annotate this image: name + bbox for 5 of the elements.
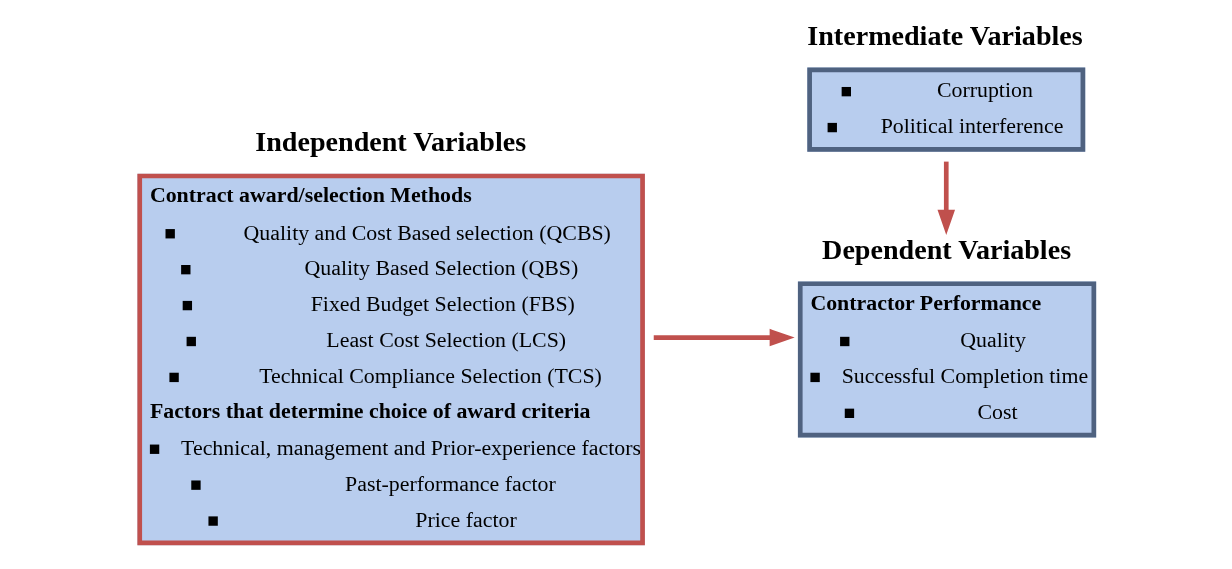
node-label: Independent Variables (255, 125, 527, 157)
node-label: Intermediate Variables (807, 19, 1083, 51)
node-label: Dependent Variables (822, 233, 1072, 265)
arrow (653, 328, 795, 347)
arrow (937, 161, 956, 235)
